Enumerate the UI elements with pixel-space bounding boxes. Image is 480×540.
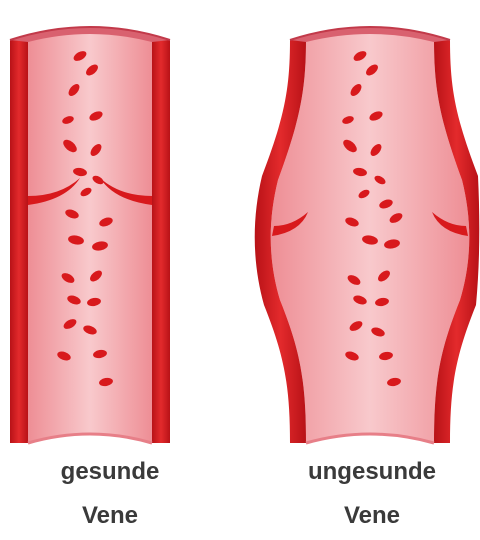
- healthy-vein-left-wall: [10, 40, 28, 443]
- unhealthy-vein-caption-line2: Vene: [262, 494, 480, 538]
- vein-diagram: [0, 0, 480, 450]
- unhealthy-vein-caption: ungesunde Vene: [262, 450, 480, 538]
- unhealthy-vein-caption-line1: ungesunde: [262, 450, 480, 494]
- healthy-vein-caption-line2: Vene: [0, 494, 220, 538]
- healthy-vein-caption: gesunde Vene: [0, 450, 220, 538]
- healthy-vein-lumen: [28, 31, 152, 443]
- unhealthy-vein: [255, 27, 480, 443]
- healthy-vein-caption-line1: gesunde: [0, 450, 220, 494]
- healthy-vein-right-wall: [152, 40, 170, 443]
- healthy-vein: [10, 27, 170, 443]
